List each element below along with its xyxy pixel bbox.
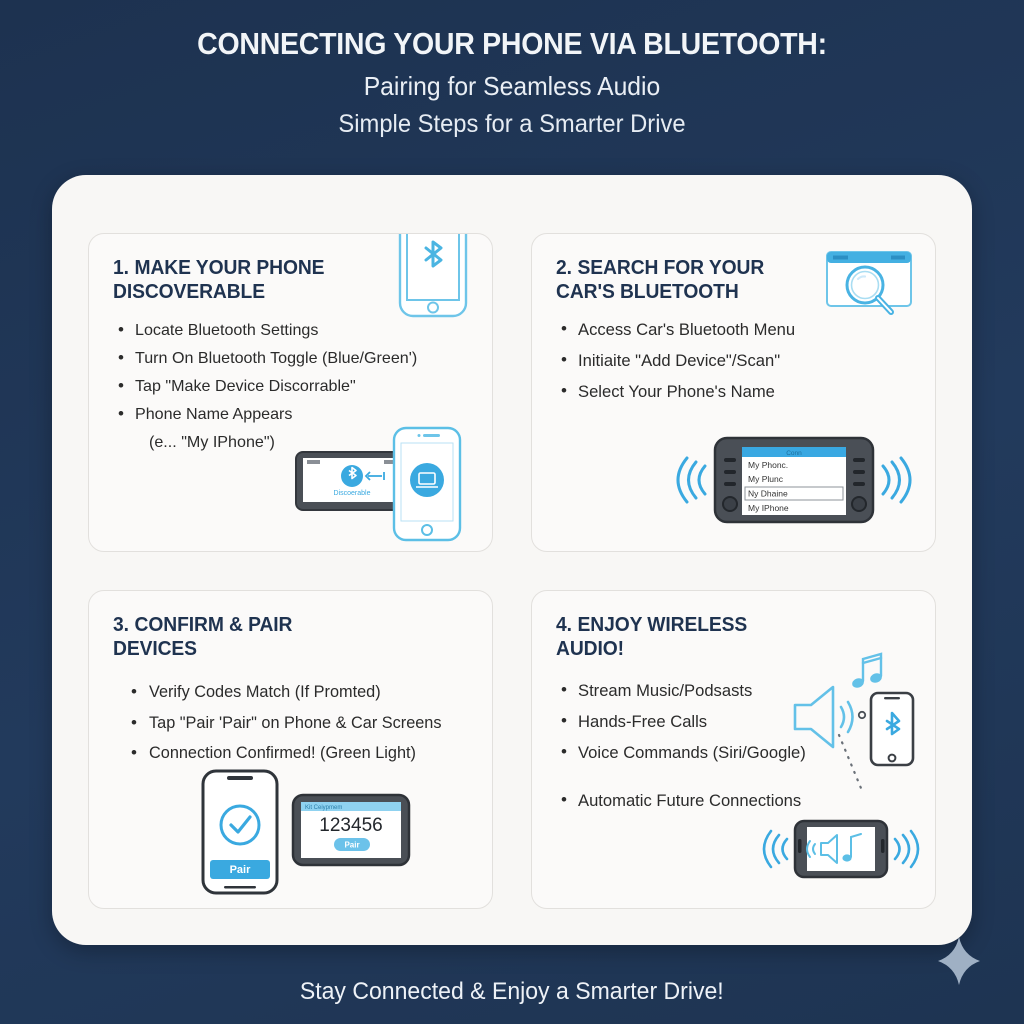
pair-button-label: Pair xyxy=(230,864,252,876)
head-unit-title: Conn xyxy=(786,450,802,457)
page-subtitle: Pairing for Seamless Audio xyxy=(363,71,661,101)
step-card-4: 4.ENJOY WIRELESS AUDIO! Stream Music/Pod… xyxy=(531,590,936,909)
car-screen-icon: Discoerable xyxy=(295,451,409,511)
speaker-icon xyxy=(793,685,854,749)
music-note-icon xyxy=(852,652,883,688)
step-card-1-bullets: Locate Bluetooth Settings Turn On Blueto… xyxy=(113,317,472,455)
list-item: Automatic Future Connections xyxy=(556,786,915,815)
step-number: 3. xyxy=(113,613,129,636)
browser-search-icon xyxy=(823,248,915,331)
list-item: Locate Bluetooth Settings xyxy=(113,317,472,343)
pair-code: 123456 xyxy=(319,815,382,836)
step-card-3-bullets: Verify Codes Match (If Promted) Tap "Pai… xyxy=(113,678,472,768)
step-card-2-title: 2.SEARCH FOR YOUR CAR'S BLUETOOTH xyxy=(556,256,765,304)
list-item: Select Your Phone's Name xyxy=(556,377,915,406)
signal-waves-icon xyxy=(676,456,707,504)
car-head-unit: Conn My Phonc. My Plunc Ny Dhaine My IPh… xyxy=(713,436,875,524)
signal-waves-icon xyxy=(881,456,912,504)
phone-bluetooth-icon xyxy=(396,234,470,325)
step-card-2-bullets: Access Car's Bluetooth Menu Initiaite "A… xyxy=(556,315,915,406)
signal-waves-icon xyxy=(893,829,920,869)
step-card-4-audio-illustration xyxy=(789,643,919,798)
list-item: Voice Commands (Siri/Google) xyxy=(556,738,915,767)
svg-text:My Phonc.: My Phonc. xyxy=(748,460,788,470)
step-card-3: 3.CONFIRM & PAIR DEVICES Verify Codes Ma… xyxy=(88,590,493,909)
phone-bluetooth-icon xyxy=(869,691,915,767)
infographic-header: CONNECTING YOUR PHONE VIA BLUETOOTH: Pai… xyxy=(0,0,1024,139)
page-tagline: Simple Steps for a Smarter Drive xyxy=(338,110,686,138)
list-item: Phone Name Appears xyxy=(113,401,472,427)
list-item: Stream Music/Podsasts xyxy=(556,676,915,705)
dotted-arrow-icon xyxy=(837,733,865,795)
svg-text:Ny Dhaine: Ny Dhaine xyxy=(748,489,788,499)
dot-icon xyxy=(857,710,867,720)
step-card-1: 1.MAKE YOUR PHONE DISCOVERABLE Locate Bl… xyxy=(88,233,493,552)
step-card-1-illustration: Discoerable xyxy=(292,424,482,549)
list-item: Tap "Pair 'Pair" on Phone & Car Screens xyxy=(113,709,472,738)
list-item: Tap "Make Device Discorrable" xyxy=(113,373,472,399)
list-item: Verify Codes Match (If Promted) xyxy=(113,678,472,707)
step-card-2: 2.SEARCH FOR YOUR CAR'S BLUETOOTH Access… xyxy=(531,233,936,552)
list-item-sub: (e... "My IPhone") xyxy=(149,433,275,452)
steps-panel: 1.MAKE YOUR PHONE DISCOVERABLE Locate Bl… xyxy=(52,175,972,945)
signal-waves-icon xyxy=(762,829,789,869)
step-card-2-illustration: Conn My Phonc. My Plunc Ny Dhaine My IPh… xyxy=(669,430,919,535)
step-card-1-title: 1.MAKE YOUR PHONE DISCOVERABLE xyxy=(113,256,325,304)
infographic-footer: Stay Connected & Enjoy a Smarter Drive! xyxy=(0,978,1024,1006)
step-number: 4. xyxy=(556,613,572,636)
list-item: Turn On Bluetooth Toggle (Blue/Green') xyxy=(113,345,472,371)
step-card-4-title: 4.ENJOY WIRELESS AUDIO! xyxy=(556,613,748,661)
list-item: Access Car's Bluetooth Menu xyxy=(556,315,915,344)
phone-confirm-icon: Pair xyxy=(201,769,279,895)
step-card-4-playback-illustration xyxy=(761,813,921,890)
step-card-3-illustration: Pair Kit Ceiypmem 123456 Pair xyxy=(197,767,417,902)
list-item: Initiaite "Add Device"/Scan" xyxy=(556,346,915,375)
sparkle-icon xyxy=(936,935,982,992)
car-pair-screen: Kit Ceiypmem 123456 Pair xyxy=(291,793,411,867)
steps-grid: 1.MAKE YOUR PHONE DISCOVERABLE Locate Bl… xyxy=(88,233,936,909)
landscape-phone-audio-icon xyxy=(793,819,889,879)
car-screen-label: Discoerable xyxy=(334,490,371,497)
footer-text: Stay Connected & Enjoy a Smarter Drive! xyxy=(300,978,724,1005)
step-number: 2. xyxy=(556,256,572,279)
svg-text:My IPhone: My IPhone xyxy=(748,503,789,513)
music-note-icon xyxy=(842,833,862,862)
list-item: Connection Confirmed! (Green Light) xyxy=(113,739,472,768)
list-item: Hands-Free Calls xyxy=(556,707,915,736)
page-title: CONNECTING YOUR PHONE VIA BLUETOOTH: xyxy=(197,26,827,61)
step-number: 1. xyxy=(113,256,129,279)
car-pair-button-label: Pair xyxy=(344,841,359,850)
phone-sync-icon xyxy=(392,426,462,542)
step-card-3-title: 3.CONFIRM & PAIR DEVICES xyxy=(113,613,293,661)
svg-text:My Plunc: My Plunc xyxy=(748,474,784,484)
step-card-4-bullets: Stream Music/Podsasts Hands-Free Calls V… xyxy=(556,676,915,815)
car-screen-header: Kit Ceiypmem xyxy=(305,805,342,811)
